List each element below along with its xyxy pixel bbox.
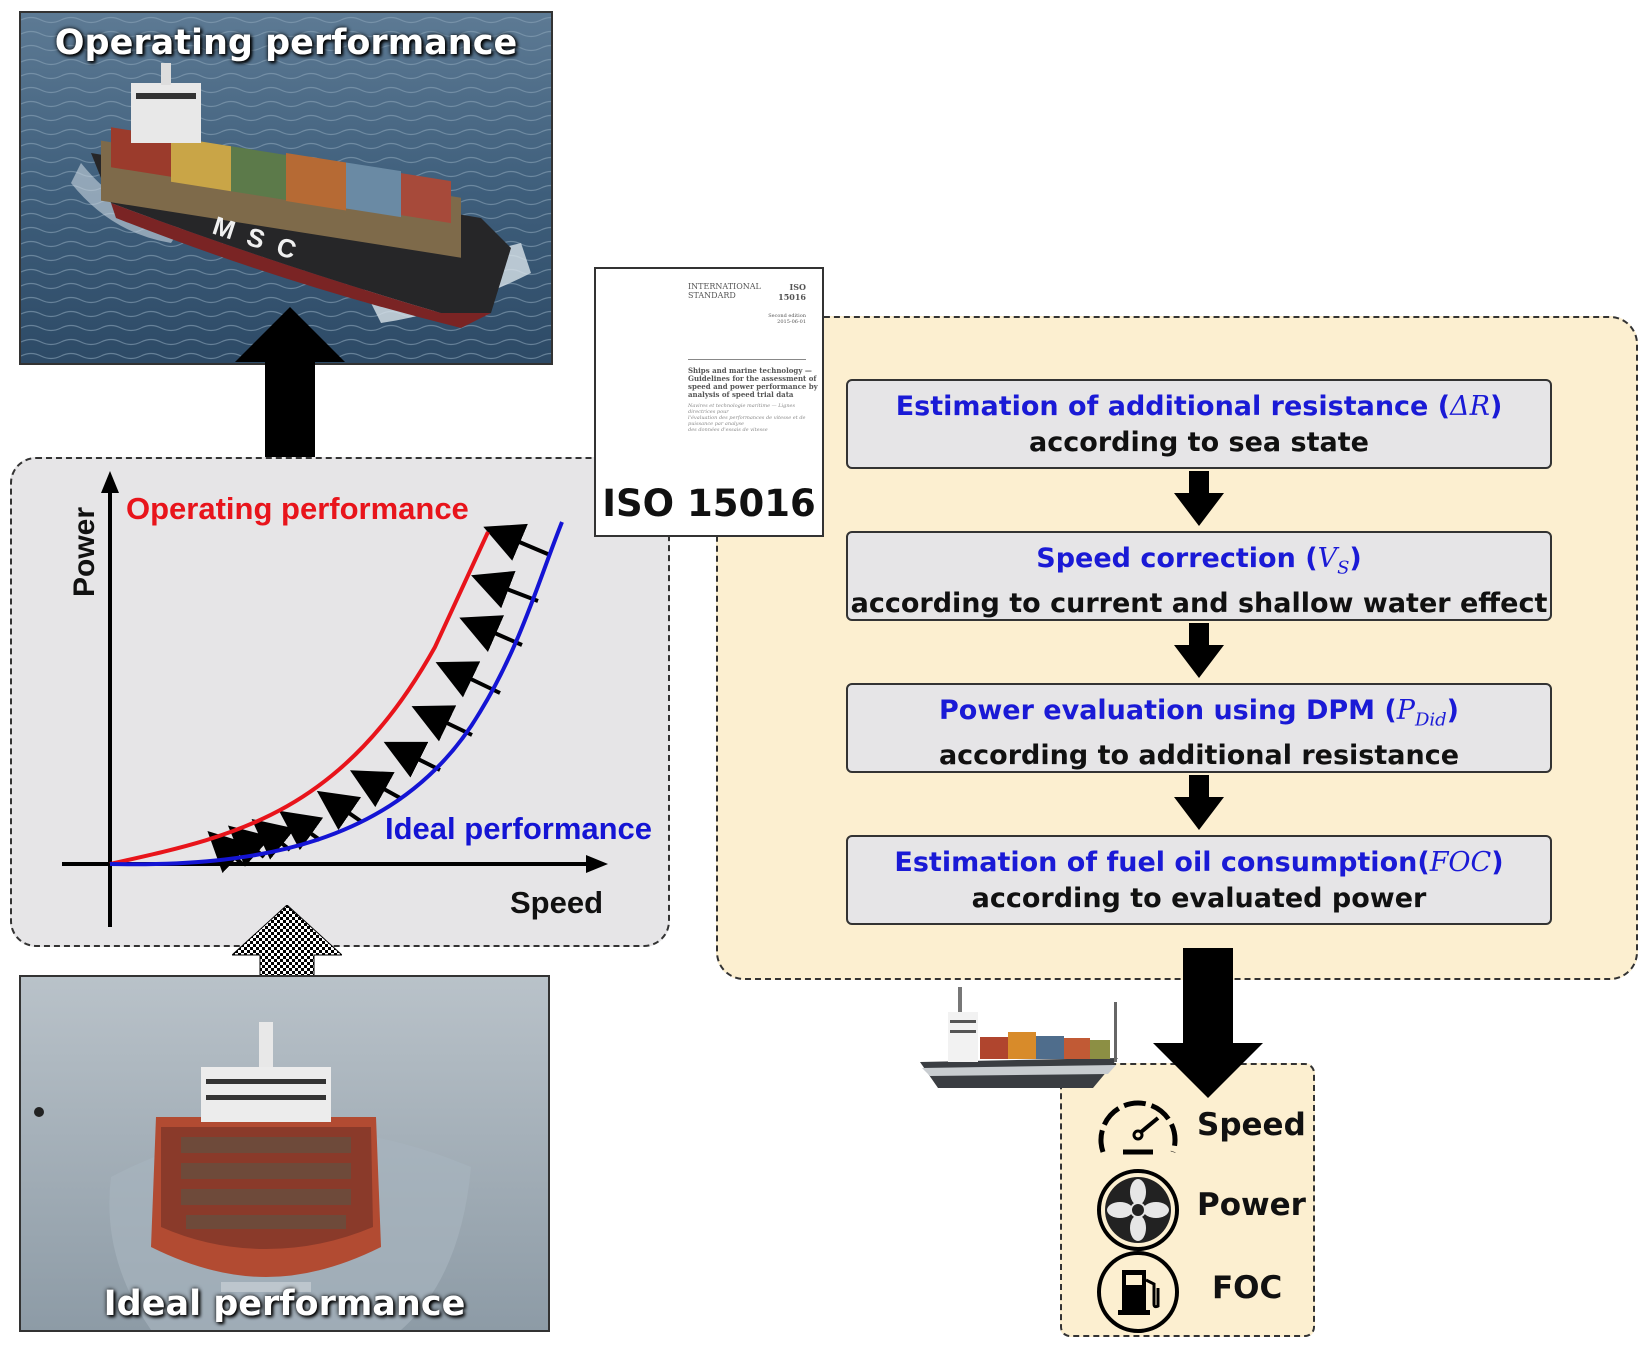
output-label-speed: Speed	[1197, 1107, 1306, 1143]
output-label-power: Power	[1197, 1187, 1306, 1223]
step-description: according to additional resistance	[938, 740, 1460, 772]
cargo-ship-image	[920, 987, 1118, 1088]
fuel-pump-icon	[1097, 1251, 1179, 1333]
operating-curve-label: Operating performance	[126, 491, 469, 526]
step-description: according to evaluated power	[971, 883, 1427, 914]
output-panel: Speed Power FOC	[1060, 1063, 1315, 1337]
iso-15016-document: INTERNATIONAL STANDARD ISO 15016 Second …	[594, 267, 824, 537]
down-arrow-1	[1174, 471, 1224, 526]
down-arrow-2	[1174, 623, 1224, 678]
operating-photo-title: Operating performance	[54, 23, 518, 63]
doc-rule	[688, 359, 806, 360]
performance-chart: Power Speed Operating performance Ideal …	[62, 471, 652, 927]
vs-symbol: VS	[1317, 543, 1350, 579]
y-axis-arrowhead	[101, 471, 119, 493]
pdid-symbol: PDid	[1396, 695, 1447, 731]
ideal-ship-photo: Ideal performance	[19, 975, 550, 1332]
step-fuel-oil-consumption: Estimation of fuel oil consumption(FOC) …	[846, 835, 1552, 925]
x-axis-arrowhead	[586, 855, 608, 873]
down-arrow-to-outputs	[1153, 948, 1263, 1098]
ideal-photo-title: Ideal performance	[103, 1284, 466, 1324]
step-speed-correction: Speed correction (VS) according to curre…	[846, 531, 1552, 621]
down-arrow-3	[1174, 775, 1224, 830]
operating-ship-photo: MSC Operating performance	[19, 11, 553, 365]
foc-symbol: FOC	[1429, 847, 1492, 878]
step-description: according to current and shallow water e…	[850, 588, 1548, 620]
iso-document-title: ISO 15016	[602, 482, 816, 525]
propeller-icon	[1097, 1169, 1179, 1251]
ideal-performance-curve	[109, 521, 564, 867]
step-power-evaluation: Power evaluation using DPM (PDid) accord…	[846, 683, 1552, 773]
y-axis-label: Power	[68, 507, 101, 597]
x-axis-label: Speed	[510, 885, 603, 920]
ideal-curve-label: Ideal performance	[385, 811, 652, 846]
step-description: according to sea state	[1029, 427, 1369, 458]
operating-performance-curve	[109, 531, 490, 866]
delta-r-symbol: ΔR	[1450, 391, 1490, 422]
output-label-foc: FOC	[1212, 1270, 1283, 1306]
speedometer-icon	[1098, 1100, 1178, 1155]
step-additional-resistance: Estimation of additional resistance (ΔR)…	[846, 379, 1552, 469]
performance-shift-arrows	[207, 523, 551, 874]
up-arrow-solid	[235, 307, 345, 459]
